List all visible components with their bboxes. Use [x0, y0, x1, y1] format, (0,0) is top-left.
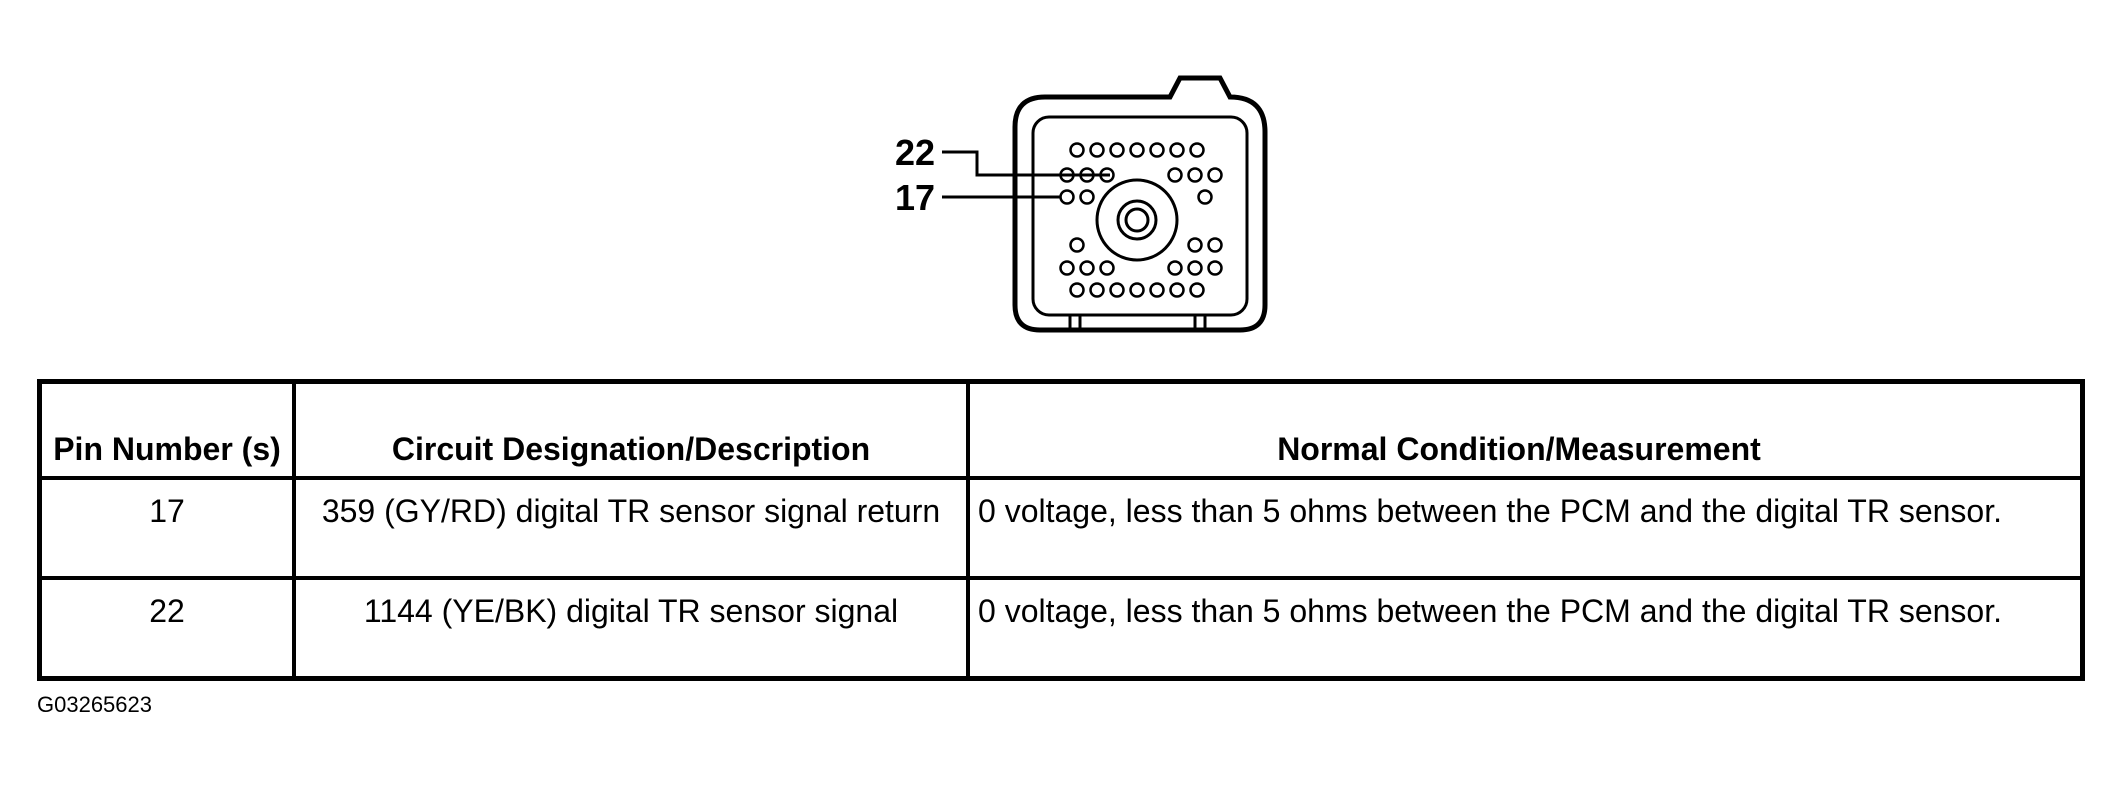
pin-cavities — [1059, 142, 1223, 298]
center-bolt-outer — [1095, 178, 1179, 262]
header-normal-condition: Normal Condition/Measurement — [966, 379, 2085, 480]
cell-pin: 22 — [37, 576, 296, 681]
pin-cavity — [1149, 142, 1165, 158]
cell-normal: 0 voltage, less than 5 ohms between the … — [966, 475, 2085, 581]
pin-cavity — [1207, 167, 1223, 183]
pin-cavity — [1099, 260, 1115, 276]
pin-cavity — [1189, 282, 1205, 298]
connector-latches — [1068, 315, 1207, 330]
table-header-row: Pin Number (s) Circuit Designation/Descr… — [37, 379, 2085, 480]
callout-line-22 — [942, 150, 1110, 177]
pin-cavity — [1167, 167, 1183, 183]
cell-pin: 17 — [37, 475, 296, 581]
pin-cavity — [1149, 282, 1165, 298]
pin-cavity — [1079, 189, 1095, 205]
pin-cavity — [1207, 237, 1223, 253]
pin-cavity — [1129, 282, 1145, 298]
pin-cavity — [1169, 142, 1185, 158]
pin-table: Pin Number (s) Circuit Designation/Descr… — [37, 379, 2085, 681]
pin-cavity — [1187, 167, 1203, 183]
pin-cavity — [1167, 260, 1183, 276]
pin-cavity — [1197, 189, 1213, 205]
callout-label-22: 22 — [895, 132, 935, 173]
pin-cavity — [1069, 282, 1085, 298]
pin-cavity — [1059, 260, 1075, 276]
pin-cavity — [1089, 282, 1105, 298]
connector-housing-outer — [1012, 75, 1268, 333]
table-row: 22 1144 (YE/BK) digital TR sensor signal… — [37, 576, 2085, 681]
pin-cavity — [1069, 237, 1085, 253]
cell-normal: 0 voltage, less than 5 ohms between the … — [966, 576, 2085, 681]
pin-cavity — [1207, 260, 1223, 276]
pin-cavity — [1189, 142, 1205, 158]
pin-cavity — [1069, 142, 1085, 158]
pin-cavity — [1109, 142, 1125, 158]
pin-cavity — [1169, 282, 1185, 298]
table-row: 17 359 (GY/RD) digital TR sensor signal … — [37, 475, 2085, 581]
center-bolt-mid — [1116, 199, 1158, 241]
header-pin-number: Pin Number (s) — [37, 379, 296, 480]
cell-circuit: 1144 (YE/BK) digital TR sensor signal — [292, 576, 970, 681]
callout-label-17: 17 — [895, 177, 935, 218]
pin-cavity — [1129, 142, 1145, 158]
cell-circuit: 359 (GY/RD) digital TR sensor signal ret… — [292, 475, 970, 581]
pin-cavity — [1059, 189, 1075, 205]
pin-cavity — [1187, 260, 1203, 276]
pin-cavity — [1089, 142, 1105, 158]
pin-cavity — [1079, 260, 1095, 276]
pin-cavity — [1109, 282, 1125, 298]
header-circuit: Circuit Designation/Description — [292, 379, 970, 480]
connector-housing-inner — [1031, 115, 1249, 317]
connector-diagram: 22 17 — [895, 75, 1268, 333]
figure-id: G03265623 — [37, 692, 152, 717]
pin-cavity — [1187, 237, 1203, 253]
center-bolt-inner — [1124, 207, 1150, 233]
